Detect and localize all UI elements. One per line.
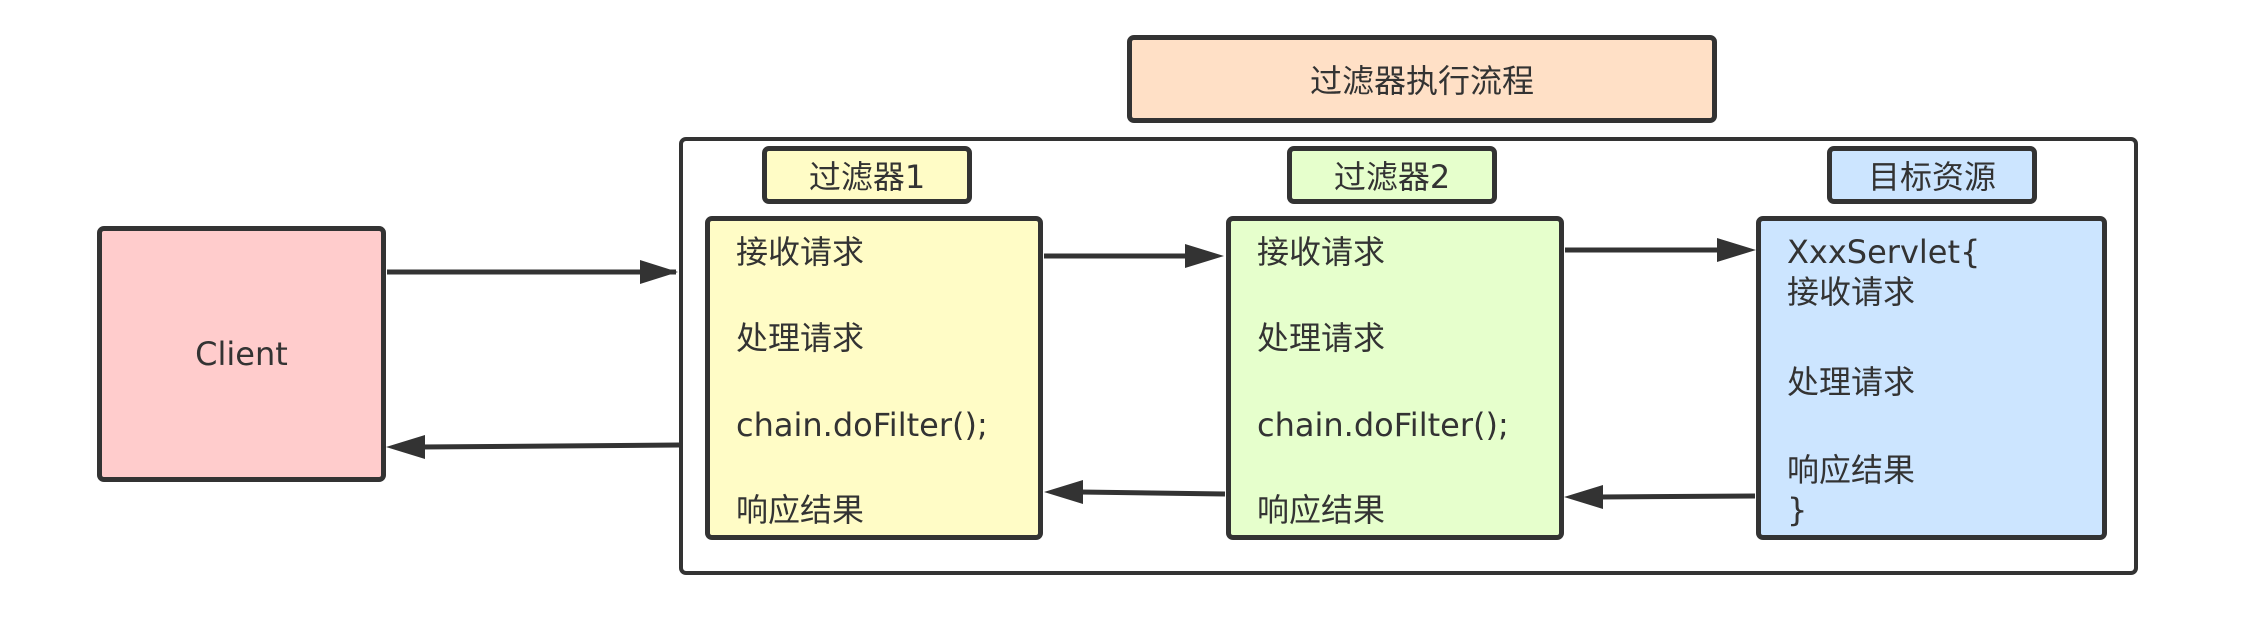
filter-chain-container <box>679 137 2138 575</box>
target-line-class-close: } <box>1787 491 1808 529</box>
filter2-line-receive: 接收请求 <box>1257 233 1386 271</box>
filter2-label-box: 过滤器2 <box>1287 146 1497 204</box>
filter1-label-box: 过滤器1 <box>762 146 972 204</box>
filter1-node: 接收请求 处理请求 chain.doFilter(); 响应结果 <box>705 216 1043 540</box>
filter2-node: 接收请求 处理请求 chain.doFilter(); 响应结果 <box>1226 216 1564 540</box>
target-label-box: 目标资源 <box>1827 146 2037 204</box>
arrowhead-filter1-to-client <box>386 435 425 459</box>
client-label: Client <box>195 335 288 373</box>
filter1-line-receive: 接收请求 <box>736 233 865 271</box>
filter1-line-dofilter: chain.doFilter(); <box>736 406 988 444</box>
filter1-line-respond: 响应结果 <box>736 491 865 529</box>
filter2-line-process: 处理请求 <box>1257 319 1386 357</box>
target-node: XxxServlet{ 接收请求 处理请求 响应结果 } <box>1756 216 2107 540</box>
client-node: Client <box>97 226 386 482</box>
target-line-respond: 响应结果 <box>1787 451 1916 489</box>
target-line-class-open: XxxServlet{ <box>1787 233 1981 271</box>
filter2-line-respond: 响应结果 <box>1257 491 1386 529</box>
target-line-process: 处理请求 <box>1787 363 1916 401</box>
target-line-receive: 接收请求 <box>1787 273 1916 311</box>
filter1-line-process: 处理请求 <box>736 319 865 357</box>
arrow-filter1-to-client <box>419 442 680 450</box>
filter2-line-dofilter: chain.doFilter(); <box>1257 406 1509 444</box>
diagram-title: 过滤器执行流程 <box>1127 35 1717 123</box>
filter1-label: 过滤器1 <box>808 158 926 196</box>
target-label: 目标资源 <box>1867 158 1996 196</box>
diagram-title-text: 过滤器执行流程 <box>1309 62 1534 100</box>
filter2-label: 过滤器2 <box>1333 158 1451 196</box>
arrowhead-client-to-filter1 <box>640 260 678 284</box>
